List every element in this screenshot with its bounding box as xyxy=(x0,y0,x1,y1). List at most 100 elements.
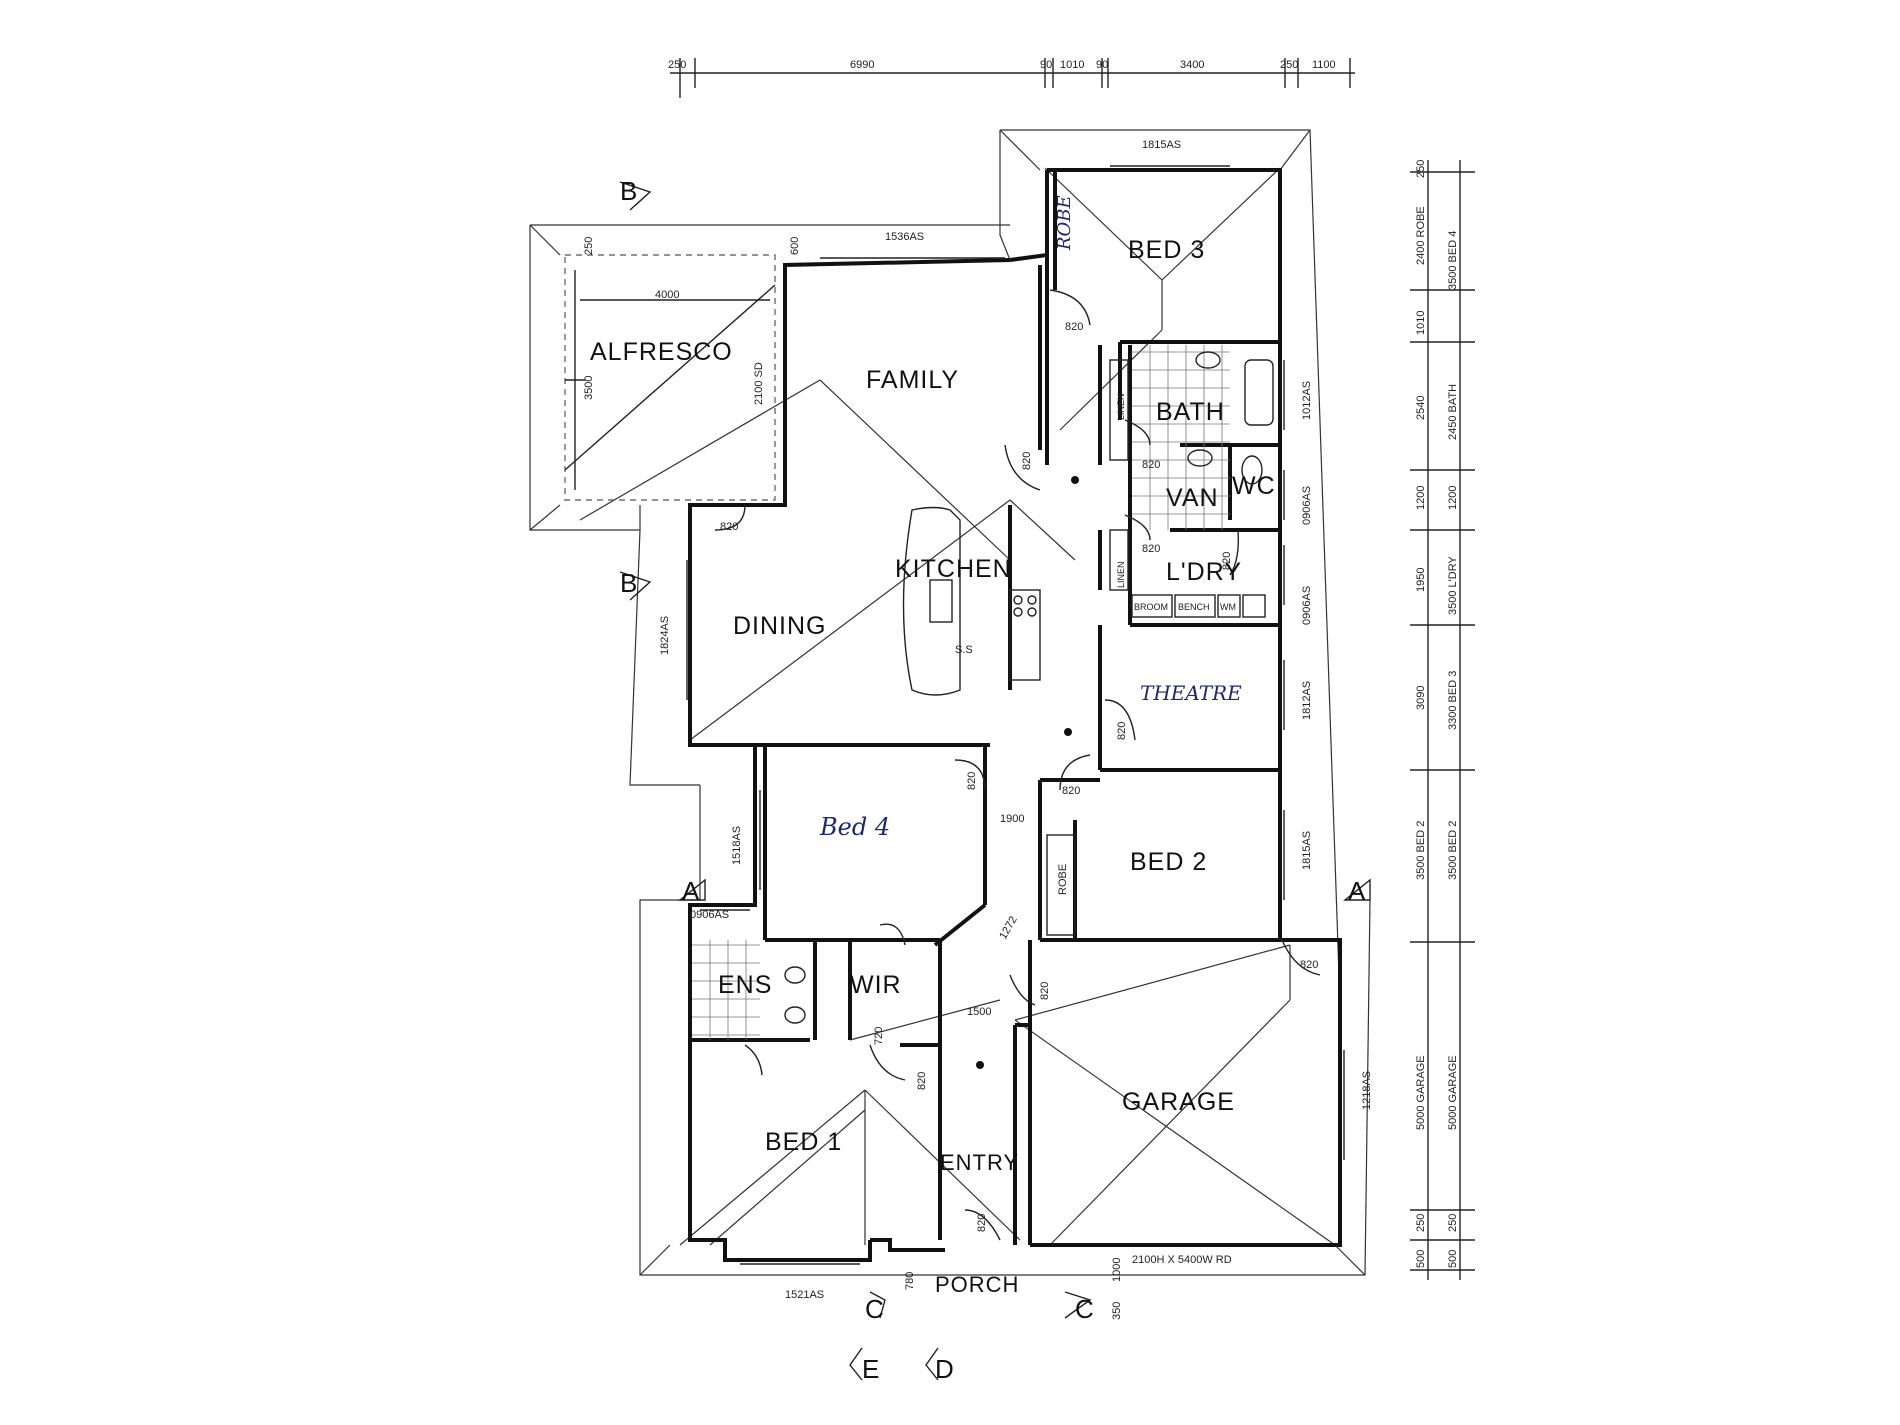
dim-window: 0906AS xyxy=(1301,486,1313,525)
room-wc: WC xyxy=(1232,472,1276,500)
room-van: VAN xyxy=(1166,484,1219,512)
interior-walls xyxy=(690,170,1280,1245)
dim-top-5: 90 xyxy=(1096,59,1108,71)
window-dimension-labels: 1815AS 1536AS 4000 3500 250 600 2100 SD … xyxy=(583,139,1373,1320)
door-label: 820 xyxy=(1221,552,1233,570)
room-bed1: BED 1 xyxy=(765,1128,842,1156)
dim-top-4: 1010 xyxy=(1060,59,1084,71)
door-label: 820 xyxy=(966,772,978,790)
door-label: 720 xyxy=(873,1027,885,1045)
room-garage: GARAGE xyxy=(1122,1088,1235,1116)
top-dimension-line: 250 6990 90 1010 90 3400 250 1100 xyxy=(668,58,1355,98)
dim-window: 0906AS xyxy=(1301,586,1313,625)
dim-window: 780 xyxy=(904,1272,916,1290)
room-dining: DINING xyxy=(733,612,827,640)
dim-right: 3500 BED 2 xyxy=(1415,821,1427,880)
dim-window: 3500 xyxy=(583,376,595,400)
dim-top-8: 1100 xyxy=(1312,59,1336,71)
light-markers xyxy=(976,476,1079,1069)
wm-label: WM xyxy=(1220,602,1236,612)
dim-top-1: 250 xyxy=(668,59,686,71)
dim-window: 1815AS xyxy=(1142,139,1181,151)
bench-label: BENCH xyxy=(1178,602,1210,612)
dim-right: 250 xyxy=(1415,160,1427,178)
dim-window: 1000 xyxy=(1111,1258,1123,1282)
roof-hip-lines xyxy=(579,167,1336,1246)
room-bed3: BED 3 xyxy=(1128,236,1205,264)
dim-window: 0906AS xyxy=(690,909,729,921)
room-theatre: THEATRE xyxy=(1140,681,1242,705)
dim-window: 1812AS xyxy=(1301,681,1313,720)
section-d: D xyxy=(935,1354,954,1384)
dim-window: 1272 xyxy=(997,914,1020,941)
room-bed2: BED 2 xyxy=(1130,848,1207,876)
section-b-top: B xyxy=(620,176,637,206)
room-labels: BED 3 ROBE ALFRESCO FAMILY BATH VAN WC K… xyxy=(590,195,1276,1297)
door-labels: 820 820 820 820 820 820 820 820 820 720 … xyxy=(720,321,1318,1232)
ss-label: S.S xyxy=(955,644,973,656)
dim-right: 250 xyxy=(1447,1214,1459,1232)
room-porch: PORCH xyxy=(935,1272,1019,1297)
door-label: 820 xyxy=(1116,722,1128,740)
dim-right: 2400 ROBE xyxy=(1415,206,1427,265)
door-label: 820 xyxy=(976,1214,988,1232)
door-label: 820 xyxy=(1065,321,1083,333)
dim-right: 3500 BED 4 xyxy=(1447,231,1459,290)
section-c-left: C xyxy=(865,1294,884,1324)
alfresco-structure xyxy=(564,254,776,501)
dim-right: 1010 xyxy=(1415,311,1427,335)
door-label: 820 xyxy=(1142,459,1160,471)
dim-window: 1521AS xyxy=(785,1289,824,1301)
section-e: E xyxy=(862,1354,879,1384)
dim-window: 2100H X 5400W RD xyxy=(1132,1254,1232,1266)
dim-right: 500 xyxy=(1415,1250,1427,1268)
right-dimension-labels: 250 2400 ROBE 3500 BED 4 1010 2540 2450 … xyxy=(1415,160,1459,1268)
dim-window: 1012AS xyxy=(1301,381,1313,420)
dim-right: 1200 xyxy=(1415,486,1427,510)
dim-right: 2450 BATH xyxy=(1447,384,1459,440)
room-alfresco: ALFRESCO xyxy=(590,338,733,366)
section-c-right: C xyxy=(1075,1294,1094,1324)
section-b-bottom: B xyxy=(620,568,637,598)
room-ens: ENS xyxy=(718,971,772,999)
dim-window: 1900 xyxy=(1000,813,1024,825)
dim-top-7: 250 xyxy=(1280,59,1298,71)
door-label: 820 xyxy=(1062,785,1080,797)
dim-right: 250 xyxy=(1415,1214,1427,1232)
dim-right: 2540 xyxy=(1415,396,1427,420)
windows xyxy=(686,165,1345,1265)
section-a-left: A xyxy=(682,876,700,906)
room-ldry: L'DRY xyxy=(1166,558,1242,586)
broom-label: BROOM xyxy=(1134,602,1168,612)
fixtures xyxy=(784,351,1274,1024)
robe-label: ROBE xyxy=(1057,864,1069,895)
room-bed4: Bed 4 xyxy=(819,813,890,841)
door-label: 820 xyxy=(720,521,738,533)
right-dimension-lines xyxy=(1410,160,1475,1280)
bath-tiles xyxy=(692,345,1230,1040)
dim-window: 350 xyxy=(1111,1302,1123,1320)
dim-window: 250 xyxy=(583,237,595,255)
dim-right: 3090 xyxy=(1415,686,1427,710)
room-entry: ENTRY xyxy=(940,1150,1019,1175)
room-wir: WIR xyxy=(850,971,902,999)
roof-outline xyxy=(529,129,1371,1276)
dim-window: 1815AS xyxy=(1301,831,1313,870)
linen-label: LINEN xyxy=(1116,393,1126,420)
section-markers: B B A A C C E D xyxy=(619,176,1371,1384)
door-label: 820 xyxy=(1021,452,1033,470)
dim-top-3: 90 xyxy=(1040,59,1052,71)
dim-right: 5000 GARAGE xyxy=(1415,1055,1427,1130)
dim-right: 5000 GARAGE xyxy=(1447,1055,1459,1130)
dim-right: 3500 L'DRY xyxy=(1447,556,1459,615)
door-label: 820 xyxy=(1142,543,1160,555)
dim-right: 500 xyxy=(1447,1250,1459,1268)
door-label: 820 xyxy=(1039,982,1051,1000)
dim-right: 1200 xyxy=(1447,486,1459,510)
dim-window: 600 xyxy=(789,237,801,255)
room-family: FAMILY xyxy=(866,366,959,394)
room-robe: ROBE xyxy=(1054,195,1075,251)
door-swings xyxy=(714,289,1321,1241)
dim-right: 3500 BED 2 xyxy=(1447,821,1459,880)
